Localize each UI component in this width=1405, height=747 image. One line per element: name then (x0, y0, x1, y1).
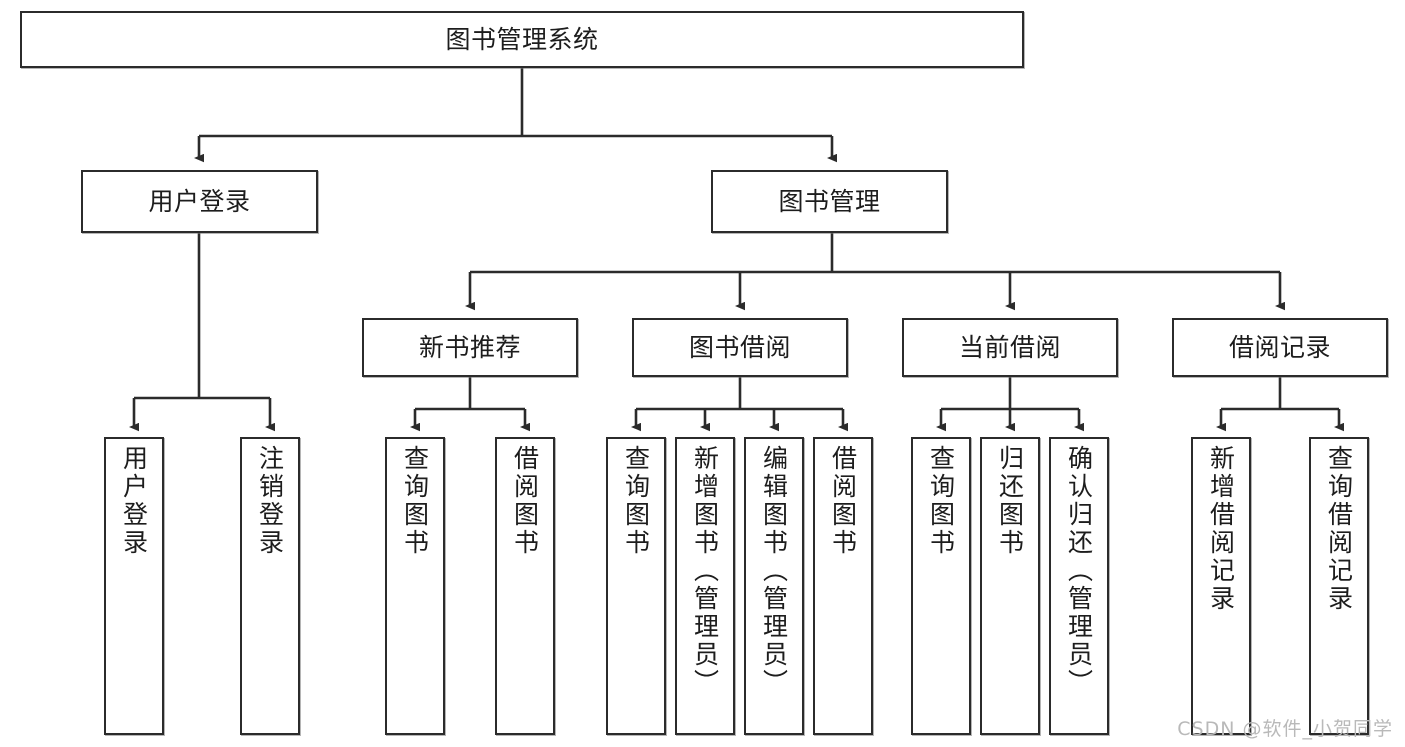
leaf-cb-confirm-return-admin[interactable]: 确认归还（管理员） (1049, 437, 1109, 735)
node-label: 新书推荐 (418, 332, 521, 362)
node-new-book-recommend[interactable]: 新书推荐 (362, 318, 578, 377)
node-label: 用户登录 (119, 445, 149, 557)
watermark: CSDN @软件_小贺同学 (1177, 718, 1393, 740)
leaf-bb-query-book[interactable]: 查询图书 (606, 437, 666, 735)
node-label: 新增借阅记录 (1206, 445, 1236, 613)
node-label: 用户登录 (148, 186, 251, 216)
node-label: 确认归还（管理员） (1064, 445, 1094, 697)
leaf-user-logout[interactable]: 注销登录 (240, 437, 300, 735)
node-label: 借阅图书 (828, 445, 858, 557)
node-label: 借阅图书 (510, 445, 540, 557)
node-label: 借阅记录 (1228, 332, 1331, 362)
leaf-cb-return-book[interactable]: 归还图书 (980, 437, 1040, 735)
leaf-user-login[interactable]: 用户登录 (104, 437, 164, 735)
node-label: 新增图书（管理员） (690, 445, 720, 697)
node-label: 查询图书 (621, 445, 651, 557)
node-label: 查询图书 (400, 445, 430, 557)
node-label: 图书管理系统 (445, 24, 599, 54)
node-current-borrow[interactable]: 当前借阅 (902, 318, 1118, 377)
leaf-br-add-record[interactable]: 新增借阅记录 (1191, 437, 1251, 735)
leaf-bb-add-book-admin[interactable]: 新增图书（管理员） (675, 437, 735, 735)
leaf-cb-query-book[interactable]: 查询图书 (911, 437, 971, 735)
node-label: 归还图书 (995, 445, 1025, 557)
node-label: 当前借阅 (958, 332, 1061, 362)
node-book-borrow[interactable]: 图书借阅 (632, 318, 848, 377)
node-root-system[interactable]: 图书管理系统 (20, 11, 1024, 68)
node-book-management[interactable]: 图书管理 (711, 170, 948, 233)
node-label: 图书借阅 (688, 332, 791, 362)
leaf-nb-borrow-book[interactable]: 借阅图书 (495, 437, 555, 735)
leaf-bb-borrow-book[interactable]: 借阅图书 (813, 437, 873, 735)
node-label: 查询借阅记录 (1324, 445, 1354, 613)
node-label: 查询图书 (926, 445, 956, 557)
leaf-nb-query-book[interactable]: 查询图书 (385, 437, 445, 735)
node-borrow-record[interactable]: 借阅记录 (1172, 318, 1388, 377)
leaf-bb-edit-book-admin[interactable]: 编辑图书（管理员） (744, 437, 804, 735)
node-label: 注销登录 (255, 445, 285, 557)
node-label: 编辑图书（管理员） (759, 445, 789, 697)
leaf-br-query-record[interactable]: 查询借阅记录 (1309, 437, 1369, 735)
node-user-login[interactable]: 用户登录 (81, 170, 318, 233)
node-label: 图书管理 (778, 186, 881, 216)
